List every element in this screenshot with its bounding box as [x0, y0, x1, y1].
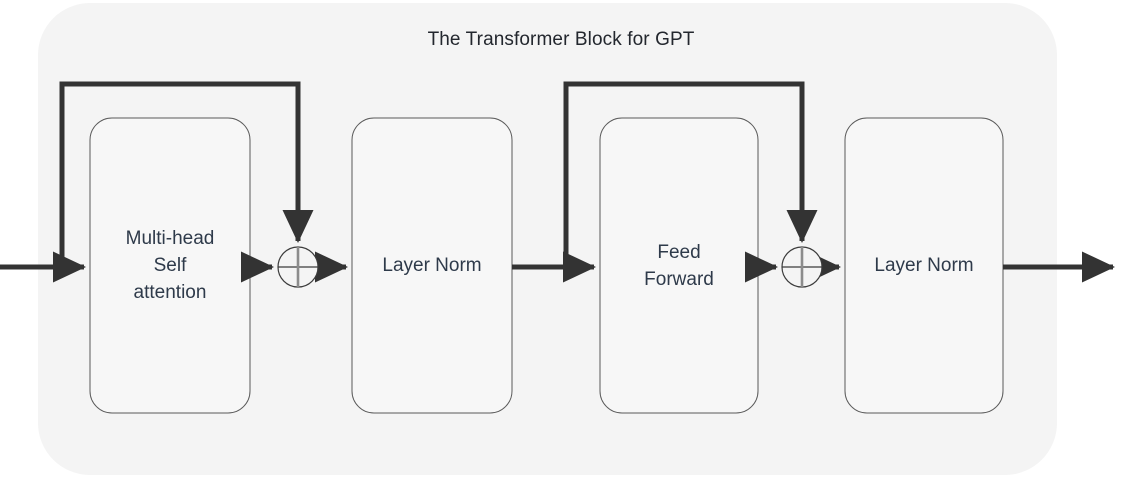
block-layer-norm-1[interactable] [351, 117, 513, 414]
block-multi-head-self-attention[interactable] [89, 117, 251, 414]
page-title: The Transformer Block for GPT [427, 29, 695, 50]
residual-add-1[interactable] [277, 246, 319, 288]
block-layer-norm-2[interactable] [844, 117, 1004, 414]
block-feed-forward[interactable] [599, 117, 759, 414]
residual-add-2[interactable] [781, 246, 823, 288]
connection-skip-connection-1 [59, 81, 314, 267]
connection-skip-connection-2 [563, 81, 818, 267]
